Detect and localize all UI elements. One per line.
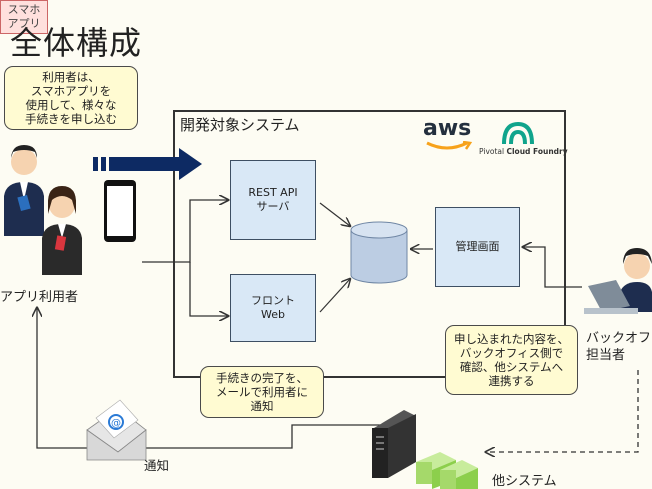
aws-logo-text: aws — [423, 116, 472, 141]
cloud-foundry-text: Cloud Foundry — [506, 147, 568, 156]
app-to-front-arrow — [189, 262, 228, 316]
api-to-db-arrow — [319, 202, 350, 226]
backoffice-staff-label: バックオフ 担当者 — [586, 331, 652, 363]
front-web: フロント Web — [230, 274, 316, 342]
laptop-staff-illustration — [584, 248, 652, 314]
staff-to-other-dashed-arrow — [486, 370, 639, 452]
app-to-api-arrow — [142, 200, 228, 263]
front-to-db-arrow — [319, 279, 350, 313]
user-callout: 利用者は、 スマホアプリを 使用して、様々な 手続きを申し込む — [4, 66, 138, 130]
smartphone-app-label: スマホ アプリ — [0, 0, 48, 34]
other-systems-boxes — [416, 452, 478, 489]
aws-logo: aws — [423, 117, 475, 157]
notify-label: 通知 — [144, 458, 170, 473]
server-icon — [372, 410, 416, 478]
mail-to-user-arrow — [37, 308, 92, 449]
pivotal-text: Pivotal — [479, 147, 505, 156]
other-systems-label: 他システム — [492, 474, 557, 489]
big-request-arrow — [93, 148, 202, 180]
staff-to-admin-arrow — [523, 247, 582, 288]
users-illustration — [4, 145, 82, 275]
system-label: 開発対象システム — [180, 116, 300, 134]
mail-icon: @ — [86, 399, 147, 461]
system-to-mail-line — [140, 424, 400, 449]
page-title: 全体構成 — [10, 24, 143, 62]
mail-callout: 手続きの完了を、 メールで利用者に 通知 — [200, 366, 324, 418]
rest-api-server: REST API サーバ — [230, 160, 316, 240]
admin-screen: 管理画面 — [435, 207, 520, 287]
backoffice-callout: 申し込まれた内容を、 バックオフィス側で 確認、他システムへ 連携する — [445, 325, 578, 395]
pivotal-cloud-foundry-logo: Pivotal Cloud Foundry — [476, 118, 568, 158]
svg-text:@: @ — [111, 418, 121, 429]
app-users-label: アプリ利用者 — [0, 290, 79, 305]
smartphone-icon — [104, 180, 136, 242]
cloud-foundry-icon — [502, 121, 534, 145]
system-boundary — [173, 110, 566, 378]
database-icon — [350, 221, 408, 284]
